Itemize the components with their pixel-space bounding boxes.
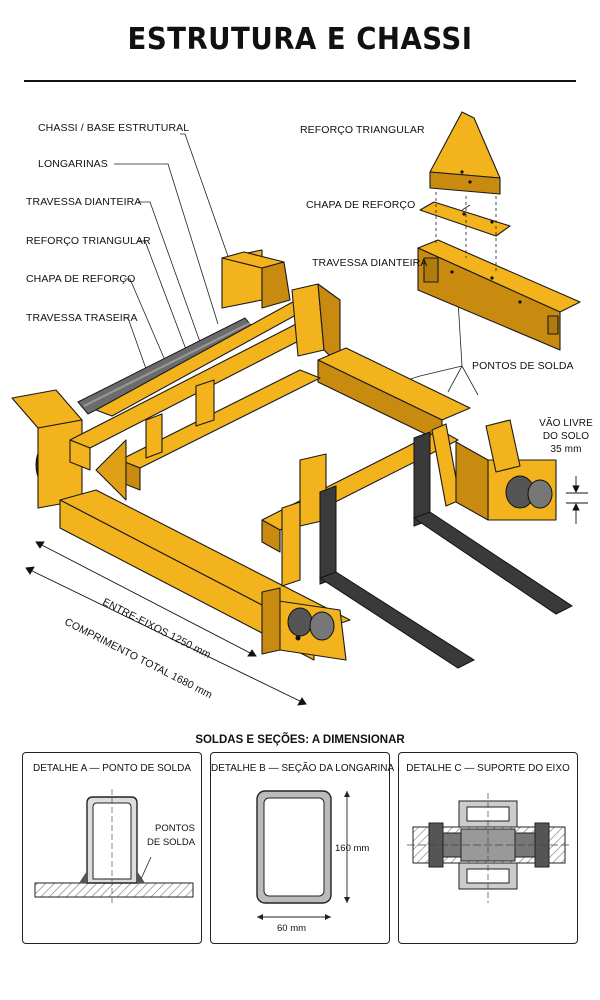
label-ground-clearance-2: DO SOLO <box>542 431 590 442</box>
detail-b-title: DETALHE B — SEÇÃO DA LONGARINA <box>211 763 395 774</box>
label-exploded-front-cross: TRAVESSA DIANTEIRA <box>312 257 428 269</box>
detail-c-title: DETALHE C — SUPORTE DO EIXO <box>406 763 570 774</box>
weld-dots <box>295 170 522 641</box>
detail-a-label-2: DE SOLDA <box>147 837 196 848</box>
label-reinf-plate: CHAPA DE REFORÇO <box>26 273 136 285</box>
detail-a-panel: DETALHE A — PONTO DE SOLDA PONTOS DE SOL… <box>22 752 202 944</box>
chassis-illustration <box>11 111 588 706</box>
label-exploded-plate: CHAPA DE REFORÇO <box>306 199 416 211</box>
detail-c-panel: DETALHE C — SUPORTE DO EIXO <box>398 752 578 944</box>
title-divider <box>24 80 576 82</box>
label-weld-points: PONTOS DE SOLDA <box>472 360 574 372</box>
label-chassis-base: CHASSI / BASE ESTRUTURAL <box>38 122 190 134</box>
detail-c-drawing <box>407 793 571 903</box>
label-triangular-reinf: REFORÇO TRIANGULAR <box>26 235 151 247</box>
front-wheels <box>287 475 553 641</box>
forks <box>318 431 573 669</box>
main-frame <box>11 111 581 661</box>
label-ground-clearance-value: 35 mm <box>550 444 582 455</box>
detail-a-label-1: PONTOS <box>155 823 195 834</box>
label-longerons: LONGARINAS <box>38 158 108 170</box>
detail-a-title: DETALHE A — PONTO DE SOLDA <box>32 763 191 774</box>
page-title: ESTRUTURA E CHASSI <box>127 22 473 57</box>
label-ground-clearance-1: VÃO LIVRE <box>539 418 593 429</box>
detail-a-drawing <box>34 789 194 903</box>
leader-lines <box>114 129 479 396</box>
ground-clearance-dim <box>566 476 588 524</box>
label-rear-cross: TRAVESSA TRASEIRA <box>26 312 138 324</box>
sections-heading: SOLDAS E SEÇÕES: A DIMENSIONAR <box>195 734 405 746</box>
detail-b-drawing <box>256 790 350 920</box>
label-exploded-triangular: REFORÇO TRIANGULAR <box>300 124 425 136</box>
explode-lines <box>435 192 497 272</box>
detail-b-height: 160 mm <box>335 843 370 854</box>
label-front-cross: TRAVESSA DIANTEIRA <box>26 196 142 208</box>
detail-b-panel: DETALHE B — SEÇÃO DA LONGARINA 160 mm 60… <box>210 752 395 944</box>
detail-b-width: 60 mm <box>277 923 307 934</box>
length-dims <box>25 541 307 706</box>
